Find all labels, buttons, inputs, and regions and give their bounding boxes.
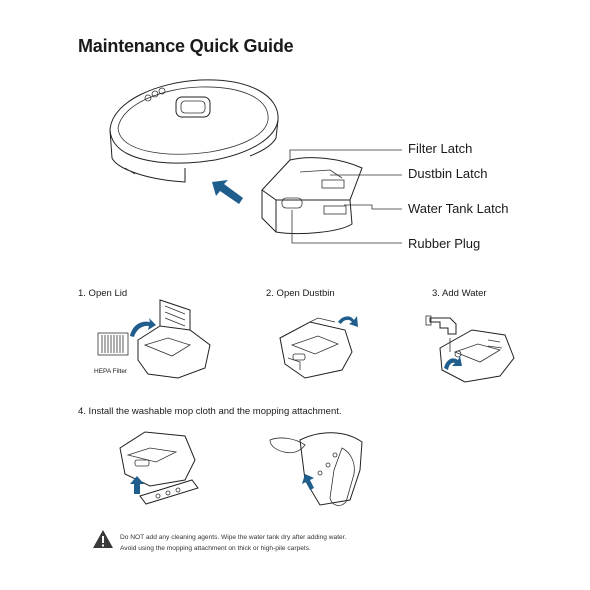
hepa-filter-label: HEPA Filter — [94, 368, 128, 375]
step4a-drawing — [119, 431, 199, 505]
step-3-heading: 3. Add Water — [432, 288, 487, 299]
step-2-heading: 2. Open Dustbin — [266, 288, 335, 299]
warning-note: Do NOT add any cleaning agents. Wipe the… — [120, 532, 450, 554]
step2-drawing — [279, 316, 358, 379]
dustbin-module-drawing — [261, 157, 363, 235]
step-1-heading: 1. Open Lid — [78, 288, 128, 299]
filter-latch-label: Filter Latch — [408, 141, 473, 156]
step4b-drawing — [269, 432, 363, 506]
insert-arrow — [212, 180, 243, 204]
warning-triangle-icon — [93, 530, 113, 548]
dustbin-latch-label: Dustbin Latch — [408, 166, 488, 181]
rubber-plug-label: Rubber Plug — [408, 236, 481, 251]
step1-drawing — [97, 299, 211, 379]
warning-line-2: Avoid using the mopping attachment on th… — [120, 545, 311, 552]
water-tank-latch-label: Water Tank Latch — [408, 201, 509, 216]
page-title: Maintenance Quick Guide — [78, 36, 294, 56]
robot-vacuum-drawing — [109, 79, 279, 183]
step3-drawing — [425, 315, 515, 383]
warning-line-1: Do NOT add any cleaning agents. Wipe the… — [120, 534, 347, 541]
step-4-heading: 4. Install the washable mop cloth and th… — [78, 406, 342, 417]
